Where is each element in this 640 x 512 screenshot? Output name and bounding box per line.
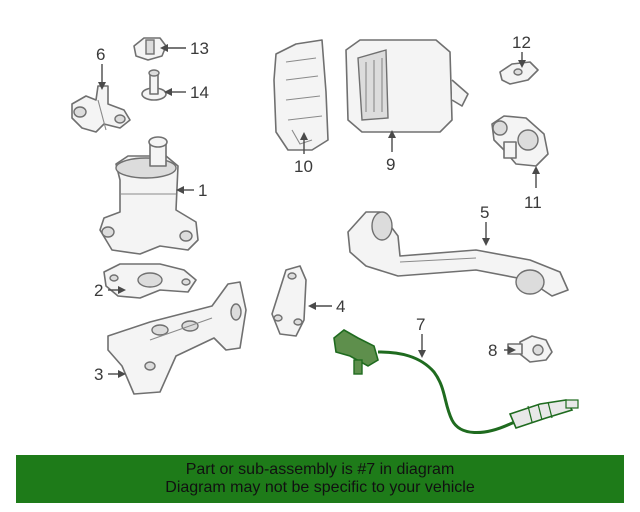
callout-13: 13 (190, 39, 209, 58)
callout-1: 1 (198, 181, 207, 200)
callout-7: 7 (416, 315, 425, 334)
callout-8: 8 (488, 341, 497, 360)
part-11-sensor-housing[interactable] (491, 115, 549, 167)
part-12-bracket[interactable] (499, 61, 539, 85)
callout-9: 9 (386, 155, 395, 174)
callout-11: 11 (524, 193, 542, 212)
part-6-bracket[interactable] (71, 85, 131, 133)
callout-4: 4 (336, 297, 345, 316)
callout-10: 10 (294, 157, 313, 176)
callout-12: 12 (512, 33, 531, 52)
part-3-mount-bracket[interactable] (107, 281, 247, 395)
part-info-banner: Part or sub-assembly is #7 in diagram Di… (16, 455, 624, 503)
banner-line-disclaimer: Diagram may not be specific to your vehi… (165, 479, 475, 496)
part-9-canister[interactable] (345, 39, 469, 133)
part-2-gasket[interactable] (103, 263, 197, 299)
callout-2: 2 (94, 281, 103, 300)
callout-3: 3 (94, 365, 103, 384)
part-1-valve[interactable] (99, 136, 199, 255)
part-7-oxygen-sensor[interactable] (333, 329, 579, 435)
part-13-clip[interactable] (133, 37, 167, 61)
part-10-heat-shield[interactable] (273, 39, 329, 151)
callout-labels: 6 13 14 1 2 3 4 10 9 12 11 5 7 8 (94, 33, 542, 384)
part-5-pipe[interactable] (347, 211, 569, 297)
part-8-sensor[interactable] (507, 335, 553, 363)
callout-5: 5 (480, 203, 489, 222)
part-14-fitting[interactable] (141, 69, 167, 101)
leader-lines (98, 44, 540, 378)
callout-14: 14 (190, 83, 209, 102)
part-4-plate[interactable] (271, 265, 307, 337)
callout-6: 6 (96, 45, 105, 64)
parts-diagram: 6 13 14 1 2 3 4 10 9 12 11 5 7 8 (71, 33, 579, 435)
banner-line-part: Part or sub-assembly is #7 in diagram (185, 461, 455, 478)
